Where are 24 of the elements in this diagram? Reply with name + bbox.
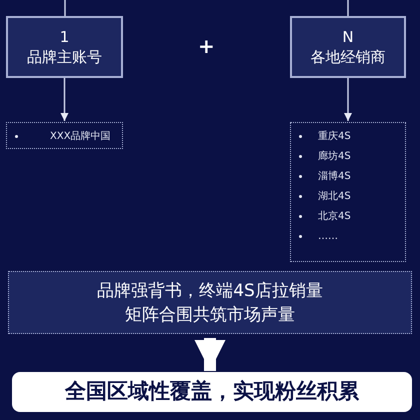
list-item: ……: [318, 230, 338, 244]
list-item: 湖北4S: [318, 190, 351, 204]
process-box: [290, 16, 406, 78]
list-item: 重庆4S: [318, 130, 351, 144]
arrow: [344, 78, 352, 121]
bullet-list-box: [290, 122, 406, 262]
summary-box: [8, 271, 412, 334]
list-item: 廊坊4S: [318, 150, 351, 164]
list-item: 北京4S: [318, 210, 351, 224]
bullet-list-box: [6, 122, 123, 149]
plus-sign: +: [198, 36, 215, 56]
count-label: N: [342, 27, 354, 47]
box-text: 各地经销商: [310, 47, 386, 67]
count-label: 1: [60, 27, 70, 47]
list-item: 淄博4S: [318, 170, 351, 184]
block-arrow: [194, 338, 226, 371]
list-item: XXX品牌中国: [50, 130, 111, 144]
process-box: [6, 16, 123, 78]
box-text: 矩阵合围共筑市场声量: [125, 304, 295, 326]
box-text: 全国区域性覆盖，实现粉丝积累: [65, 378, 359, 406]
box-text: 品牌主账号: [27, 47, 102, 67]
result-box: [12, 372, 412, 412]
box-text: 品牌强背书，终端4S店拉销量: [97, 280, 323, 302]
arrow: [60, 78, 68, 121]
